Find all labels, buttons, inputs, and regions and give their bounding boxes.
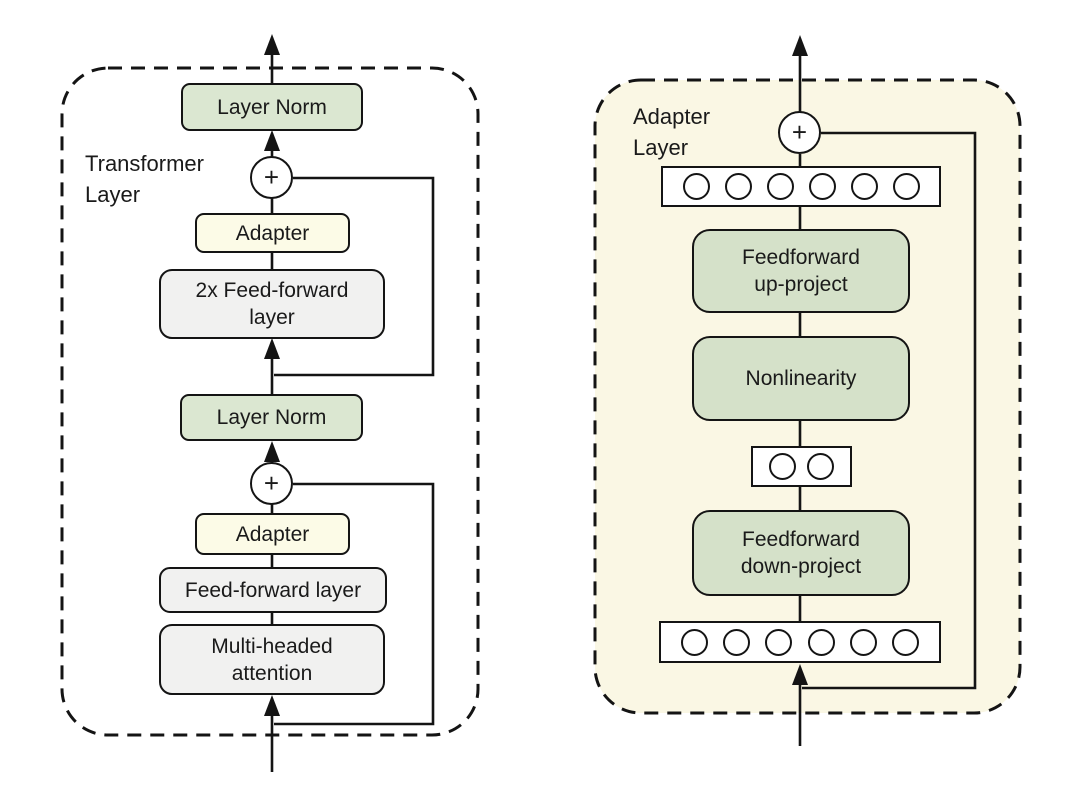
left-layernorm2-arrowhead bbox=[264, 441, 280, 462]
layer-norm-top-box: Layer Norm bbox=[181, 83, 363, 131]
nonlinearity-box: Nonlinearity bbox=[692, 336, 910, 421]
adapter-bottom-box: Adapter bbox=[195, 513, 350, 555]
feedforward-down-project-label-line1: Feedforward bbox=[742, 528, 860, 551]
left-layernorm-top-arrowhead bbox=[264, 130, 280, 151]
feed-forward-2x-box: 2x Feed-forward layer bbox=[159, 269, 385, 339]
multi-headed-attention-box: Multi-headed attention bbox=[159, 624, 385, 695]
feature-row-top bbox=[661, 166, 941, 207]
layer-norm-top-label: Layer Norm bbox=[217, 95, 327, 119]
transformer-layer-label-line2: Layer bbox=[85, 182, 141, 207]
plus-icon: + bbox=[263, 161, 280, 192]
multi-headed-attention-label-line2: attention bbox=[231, 661, 313, 685]
feature-row-bottom bbox=[659, 621, 941, 663]
layer-norm-bottom-box: Layer Norm bbox=[180, 394, 363, 441]
transformer-layer-label: Transformer Layer bbox=[85, 148, 204, 210]
layer-norm-bottom-label: Layer Norm bbox=[216, 406, 327, 429]
multi-headed-attention-label-line1: Multi-headed bbox=[211, 634, 333, 658]
feedforward-up-project-box: Feedforward up-project bbox=[692, 229, 910, 313]
adapter-layer-label-line2: Layer bbox=[633, 135, 689, 160]
feature-circle bbox=[892, 173, 920, 200]
feature-circle bbox=[766, 173, 794, 200]
right-input-arrowhead bbox=[792, 664, 808, 685]
feedforward-up-project-label-line2: up-project bbox=[754, 273, 848, 296]
right-skip-connection bbox=[802, 131, 977, 690]
feature-circle bbox=[849, 628, 877, 656]
left-skip-connection-top bbox=[274, 176, 435, 377]
left-skip-connection-bottom bbox=[274, 482, 435, 726]
feature-circle bbox=[765, 628, 793, 656]
feature-circle bbox=[724, 173, 752, 200]
feedforward-down-project-box: Feedforward down-project bbox=[692, 510, 910, 596]
feature-circle bbox=[682, 173, 710, 200]
plus-icon: + bbox=[791, 116, 808, 147]
feature-circle bbox=[850, 173, 878, 200]
sum-node-right: + bbox=[778, 111, 821, 154]
feed-forward-2x-label-line1: 2x Feed-forward bbox=[195, 279, 349, 302]
feedforward-down-project-label-line2: down-project bbox=[740, 555, 862, 578]
feed-forward-2x-label-line2: layer bbox=[249, 306, 295, 329]
feature-circle bbox=[680, 628, 708, 656]
sum-node-left-bottom: + bbox=[250, 462, 293, 505]
adapter-layer-label-line1: Adapter bbox=[633, 104, 711, 129]
adapter-layer-label: Adapter Layer bbox=[633, 101, 710, 163]
adapter-top-box: Adapter bbox=[195, 213, 350, 253]
adapter-bottom-label: Adapter bbox=[235, 522, 310, 546]
left-input-arrowhead bbox=[264, 695, 280, 716]
feature-circle bbox=[722, 628, 750, 656]
feature-circle bbox=[807, 628, 835, 656]
bottleneck-circle bbox=[807, 453, 835, 480]
sum-node-left-top: + bbox=[250, 156, 293, 199]
feature-circle bbox=[808, 173, 836, 200]
feed-forward-box: Feed-forward layer bbox=[159, 567, 387, 613]
feedforward-up-project-label-line1: Feedforward bbox=[742, 246, 860, 269]
nonlinearity-label: Nonlinearity bbox=[745, 367, 857, 390]
bottleneck-circle bbox=[768, 453, 796, 480]
right-output-arrowhead bbox=[792, 35, 808, 56]
left-output-arrowhead bbox=[264, 34, 280, 55]
adapter-top-label: Adapter bbox=[235, 221, 310, 245]
feed-forward-label: Feed-forward layer bbox=[184, 578, 362, 602]
left-ff2x-arrowhead bbox=[264, 338, 280, 359]
plus-icon: + bbox=[263, 467, 280, 498]
feature-circle bbox=[892, 628, 920, 656]
bottleneck-row bbox=[751, 446, 852, 487]
transformer-layer-label-line1: Transformer bbox=[85, 151, 204, 176]
